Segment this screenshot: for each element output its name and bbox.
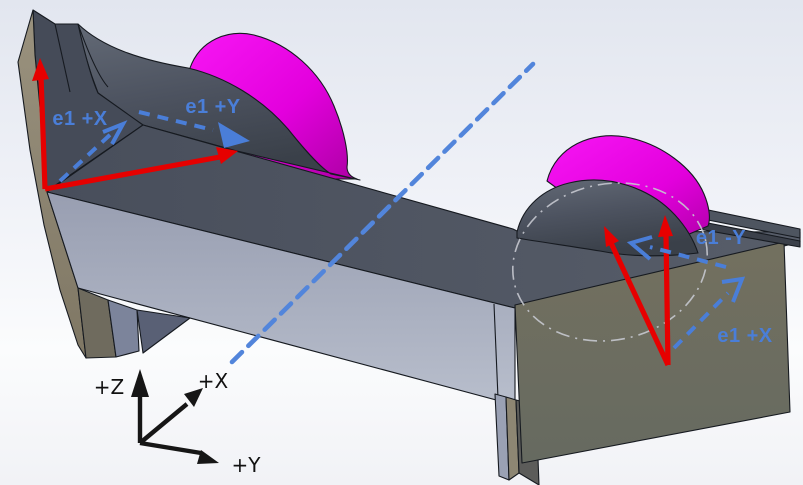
triad-y-arrowhead-icon [197, 450, 219, 464]
right-load-arrows [604, 215, 673, 367]
left-horizontal-red-arrow [44, 154, 221, 192]
left-horizontal-red-arrowhead [216, 147, 238, 164]
left-e1x-dashed-arrow [58, 131, 114, 183]
left-foot-inner-face[interactable] [107, 299, 140, 358]
triad-x-label: +X [198, 369, 229, 393]
left-vertical-red-arrowhead [32, 58, 49, 81]
right-end-plate-face[interactable] [514, 241, 791, 464]
left-end-plate-chamfer-line [77, 23, 109, 88]
triad-x-axis [138, 402, 189, 445]
triad-y-axis [139, 440, 202, 456]
construction-circle [511, 182, 709, 342]
triad-y-label: +Y [232, 453, 262, 477]
right-e1ny-dashed-arrow [649, 245, 727, 269]
right-e1ny-arrowhead-icon [626, 235, 653, 261]
left-vertical-red-arrow [38, 75, 48, 190]
left-foot[interactable] [77, 287, 191, 359]
left-frame-arrows [58, 110, 250, 183]
triad-z-arrowhead-icon [131, 369, 149, 397]
triad-z-label: +Z [94, 375, 124, 399]
left-e1y-arrowhead-icon [218, 122, 250, 148]
right-e1ny-label: e1 -Y [696, 227, 746, 249]
right-e1x-label: e1 +X [717, 325, 772, 347]
right-red-arrowhead-left [604, 226, 619, 247]
view-orientation-triad [131, 369, 219, 464]
left-end-plate-fold-line [54, 23, 71, 93]
left-e1y-dashed-arrow [138, 110, 214, 132]
right-e1x-dashed-arrow [672, 291, 730, 350]
right-red-arrow-left [608, 241, 671, 367]
left-e1x-label: e1 +X [52, 108, 107, 130]
right-saddle-face[interactable] [516, 179, 699, 257]
right-frame-arrows [626, 235, 746, 350]
left-load-arrows [32, 58, 238, 192]
pipe-axis-centerline [229, 61, 536, 365]
right-red-arrowhead-right [658, 215, 673, 237]
left-foot-notch-face[interactable] [136, 309, 191, 354]
triad-x-arrowhead-icon [184, 388, 203, 407]
web-edge-line [493, 303, 499, 399]
left-e1x-arrowhead-icon [102, 120, 128, 145]
right-e1x-arrowhead-icon [721, 276, 746, 303]
left-e1y-label: e1 +Y [185, 96, 240, 118]
right-red-arrow-right [663, 234, 671, 366]
